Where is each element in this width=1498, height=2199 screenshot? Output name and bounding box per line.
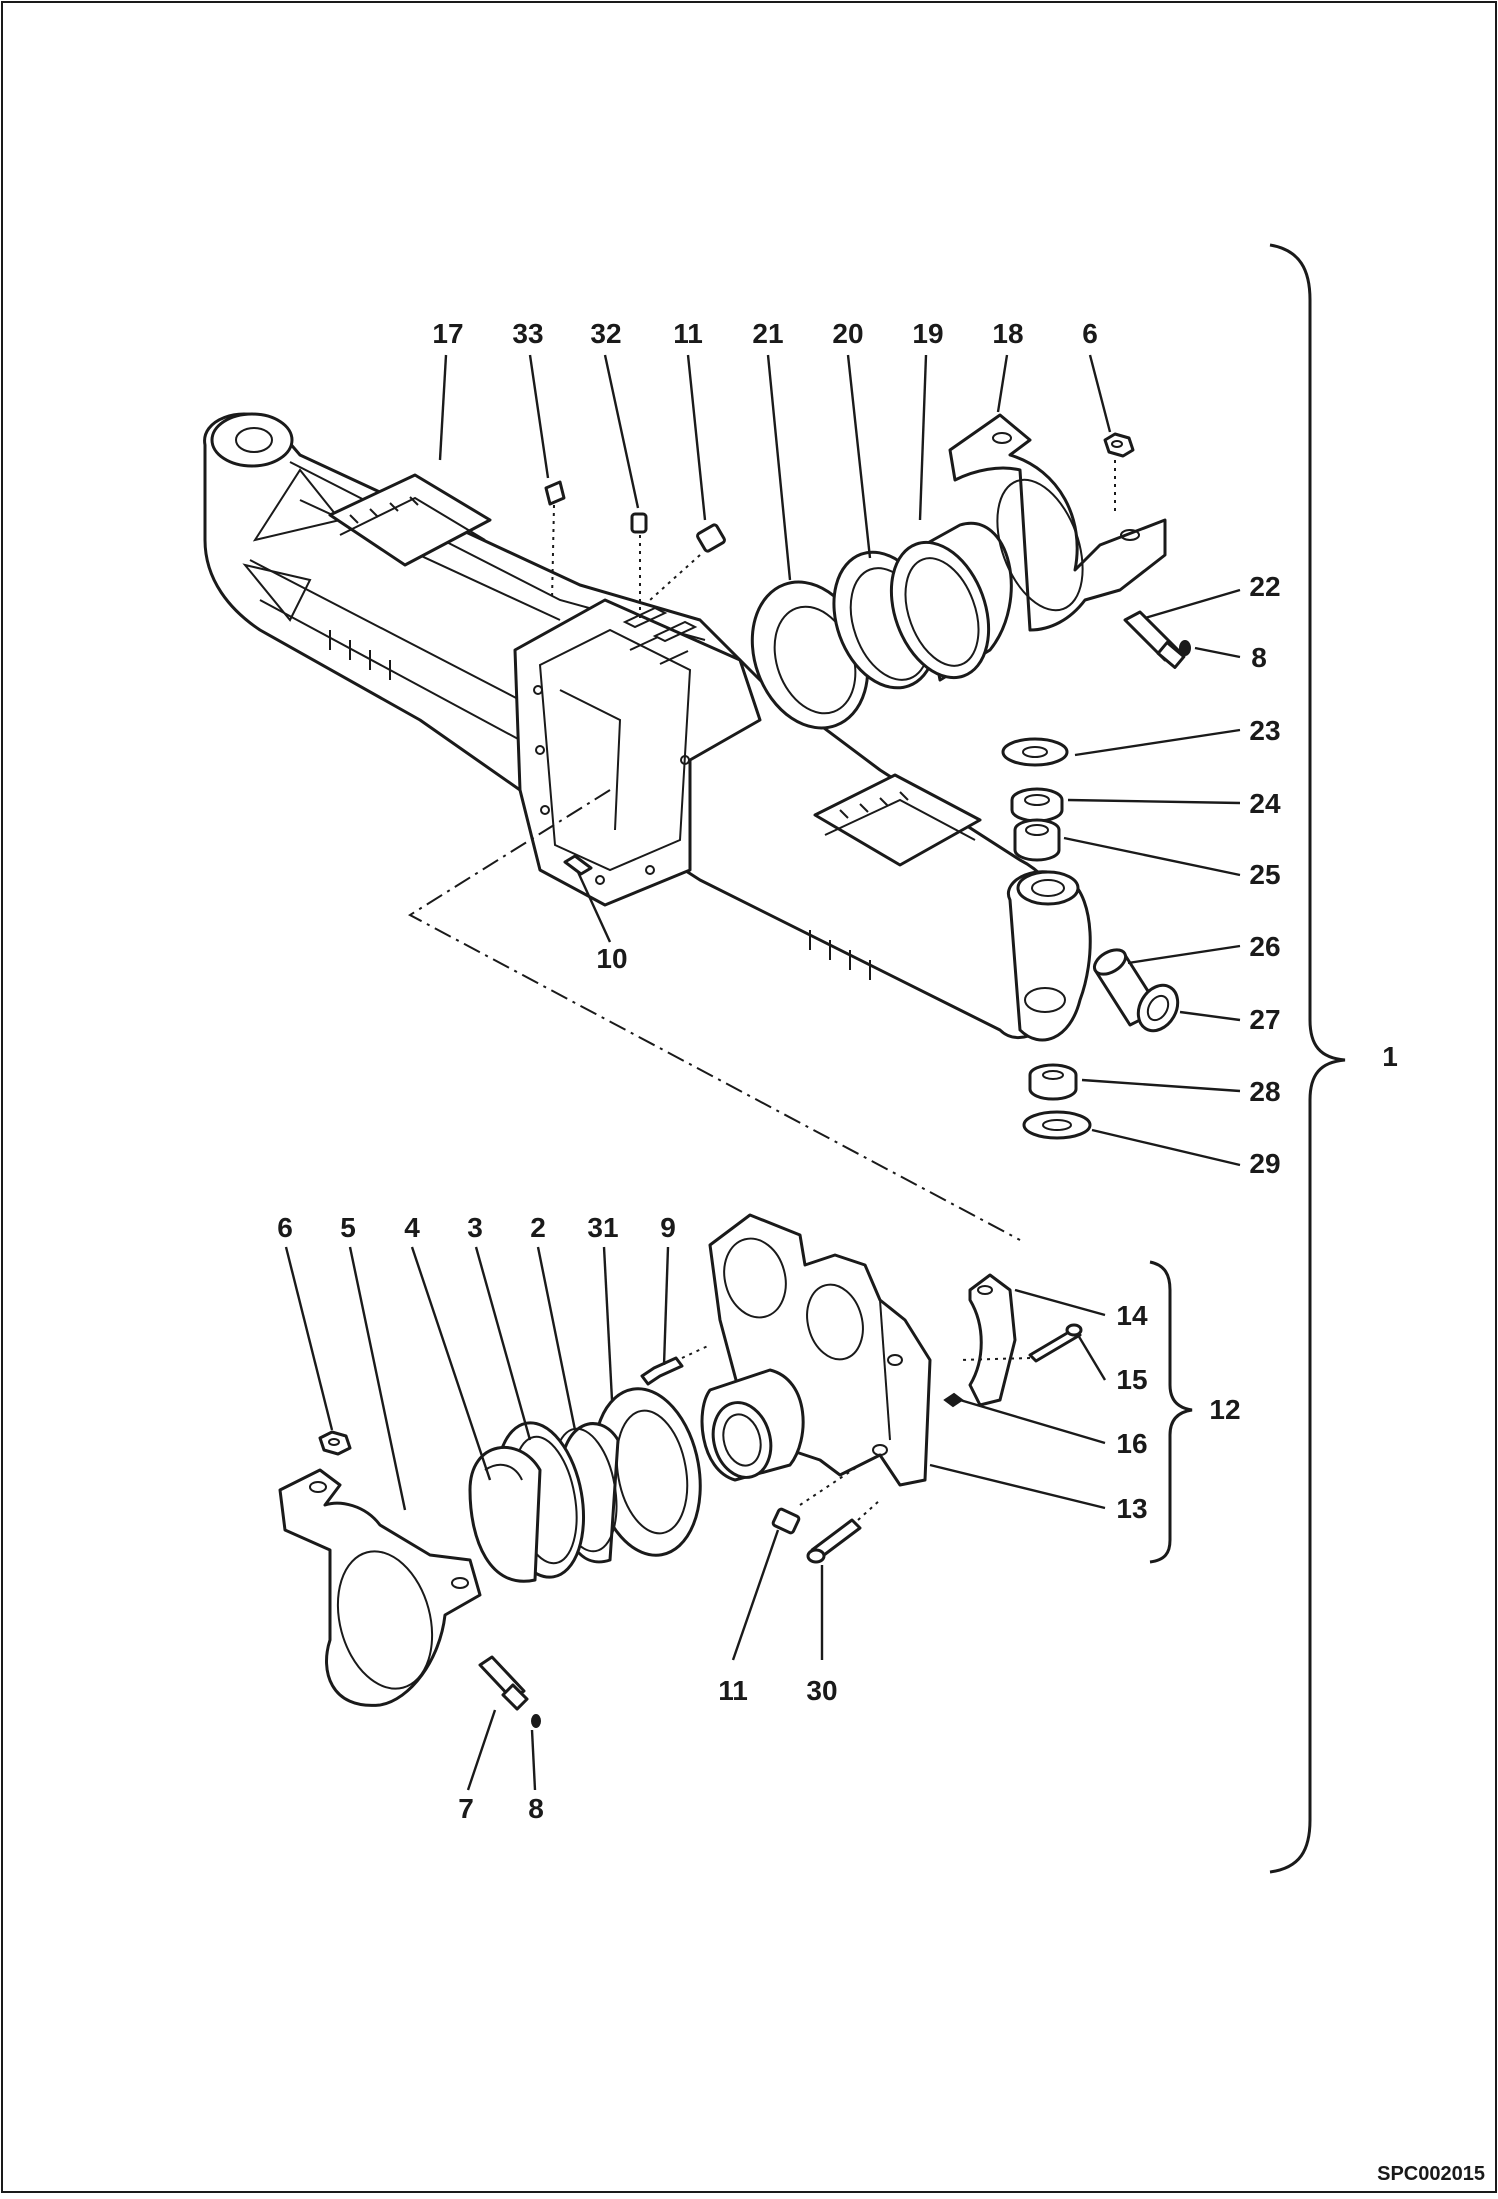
callout-15: 15: [1116, 1364, 1147, 1395]
callout-6-lower: 6: [277, 1212, 293, 1243]
callout-10: 10: [596, 943, 627, 974]
brace-assembly-12: [1149, 1260, 1193, 1564]
callout-6-top: 6: [1082, 318, 1098, 349]
part-11-breather-lower: [771, 1464, 861, 1535]
callout-1: 1: [1382, 1041, 1398, 1072]
part-10-dowel: [563, 854, 593, 876]
callout-labels: 17 33 32 11 21 20 19 18 6 22 8 23 24 25 …: [277, 318, 1398, 1824]
part-32-plug: [630, 512, 648, 620]
callout-13: 13: [1116, 1493, 1147, 1524]
part-18-bearing-cap: [948, 413, 1167, 632]
callout-31: 31: [587, 1212, 618, 1243]
callout-22: 22: [1249, 571, 1280, 602]
callout-4: 4: [404, 1212, 420, 1243]
callout-14: 14: [1116, 1300, 1148, 1331]
part-11-breather: [649, 523, 726, 601]
part-14-cap: [968, 1273, 1017, 1407]
callout-20: 20: [832, 318, 863, 349]
callout-9: 9: [660, 1212, 676, 1243]
callout-11-lower: 11: [718, 1675, 748, 1706]
callout-19: 19: [912, 318, 943, 349]
part-6-nut-top: [1103, 432, 1135, 515]
callout-5: 5: [340, 1212, 356, 1243]
brace-assembly-1: [1269, 243, 1346, 1874]
part-15-bolt: [959, 1323, 1083, 1363]
part-19-bushing: [889, 521, 1013, 682]
callout-24: 24: [1249, 788, 1281, 819]
callout-8-lower: 8: [528, 1793, 544, 1824]
callout-29: 29: [1249, 1148, 1280, 1179]
callout-7: 7: [458, 1793, 474, 1824]
callout-25: 25: [1249, 859, 1280, 890]
part-13-bracket: [700, 1213, 932, 1487]
callout-11-top: 11: [673, 318, 703, 349]
part-23-shim: [1001, 737, 1069, 767]
callout-8-top: 8: [1251, 642, 1267, 673]
part-22-bolt: [1123, 610, 1186, 669]
callout-3: 3: [467, 1212, 483, 1243]
part-7-bolt: [478, 1655, 529, 1711]
callout-32: 32: [590, 318, 621, 349]
part-8-washer-top: [1179, 640, 1191, 656]
part-5-bearing-cap: [278, 1468, 482, 1707]
part-27-seal: [1136, 983, 1180, 1033]
callout-2: 2: [530, 1212, 546, 1243]
part-25-bearing: [1013, 818, 1061, 862]
callout-17: 17: [432, 318, 463, 349]
callout-23: 23: [1249, 715, 1280, 746]
callout-16: 16: [1116, 1428, 1147, 1459]
callout-30: 30: [806, 1675, 837, 1706]
part-31-washer: [592, 1387, 702, 1557]
callout-18: 18: [992, 318, 1023, 349]
part-30-bolt: [806, 1499, 881, 1564]
part-24-seal: [1010, 787, 1064, 823]
axle-housing: [203, 412, 1092, 1042]
callout-28: 28: [1249, 1076, 1280, 1107]
leader-lines: [284, 354, 1241, 1791]
callout-33: 33: [512, 318, 543, 349]
part-6-nut-lower: [318, 1430, 352, 1456]
part-33-fitting: [544, 480, 566, 601]
part-9-screw: [640, 1344, 711, 1386]
part-28-bearing: [1028, 1063, 1078, 1101]
part-4-split-bushing: [468, 1445, 542, 1583]
part-16-washer: [943, 1392, 964, 1408]
callout-21: 21: [752, 318, 783, 349]
callout-27: 27: [1249, 1004, 1280, 1035]
assembly-centerline: [408, 789, 1021, 1241]
part-29-shim: [1022, 1110, 1092, 1140]
part-8-washer-lower: [531, 1714, 541, 1728]
drawing-code: SPC002015: [1377, 2163, 1485, 2185]
callout-12: 12: [1209, 1394, 1240, 1425]
callout-26: 26: [1249, 931, 1280, 962]
